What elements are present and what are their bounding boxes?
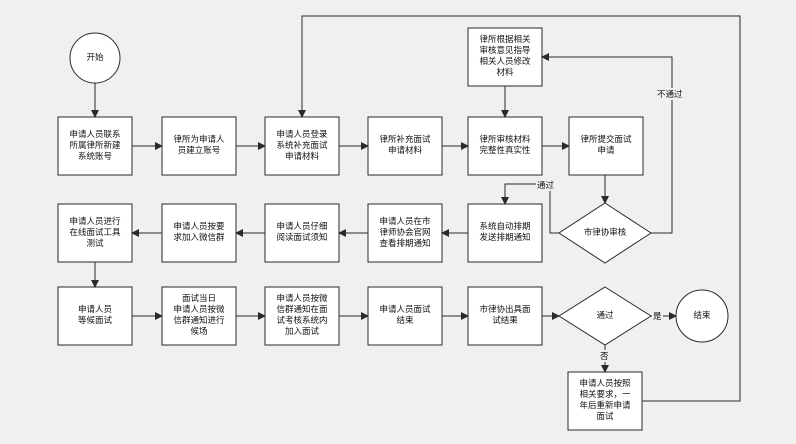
end-label: 结束 [693,310,711,321]
process-n17 [467,286,543,346]
n17-label: 市律协出具面 试结果 [479,305,531,326]
n3-label: 申请人员登录 系统补充面试 申请材料 [276,129,328,162]
n11-label: 申请人员按要 求加入微信群 [173,222,225,243]
edge-n18-n3-loop [298,15,741,402]
n12-label: 申请人员进行 在线面试工具 测试 [69,216,121,249]
n10-label: 申请人员仔细 阅读面试须知 [276,222,328,243]
n14-label: 面试当日 申请人员按微 信群通知进行 候场 [173,294,225,337]
n18-label: 申请人员按照 相关要求，一 年后重新申请 面试 [579,379,631,422]
n1-label: 申请人员联系 所属律所新建 系统账号 [69,129,121,162]
process-n14 [161,286,237,346]
n6-label: 律所提交面试 申请 [580,135,632,156]
process-n10 [264,203,340,263]
process-n6 [568,116,644,176]
process-n18 [567,371,643,431]
d1-label: 市律协审核 [583,227,627,238]
process-n9 [367,203,443,263]
process-n2 [161,116,237,176]
process-n1 [57,116,133,176]
n4-label: 律所补充面试 申请材料 [379,135,431,156]
process-n12 [57,203,133,263]
decision-d1 [558,202,652,264]
process-n4 [367,116,443,176]
edge-label-yes: 是 [652,310,663,322]
n7-label: 律所根据相关 审核意见指导 相关人员修改 材料 [479,35,531,78]
process-n16 [367,286,443,346]
n13-label: 申请人员 等候面试 [77,305,112,326]
process-n11 [161,203,237,263]
edge-label-no: 否 [599,350,610,362]
n8-label: 系统自动排期 发送排期通知 [479,222,531,243]
process-n15 [264,286,340,346]
edge-label-pass: 通过 [536,179,556,191]
n16-label: 申请人员面试 结束 [379,305,431,326]
edge-label-fail: 不通过 [656,88,684,100]
start-label: 开始 [86,52,104,63]
process-n7 [467,27,543,87]
n9-label: 申请人员在市 律师协会官网 查看排期通知 [379,216,431,249]
n15-label: 申请人员按微 信群通知在面 试考核系统内 加入面试 [276,294,328,337]
process-n3 [264,116,340,176]
n2-label: 律所为申请人 员建立账号 [173,135,225,156]
process-n5 [467,116,543,176]
edge-d1-n7-fail [541,53,673,234]
d2-label: 通过 [596,310,614,321]
process-n8 [467,203,543,263]
process-n13 [57,286,133,346]
n5-label: 律所审核材料 完整性真实性 [479,135,531,156]
